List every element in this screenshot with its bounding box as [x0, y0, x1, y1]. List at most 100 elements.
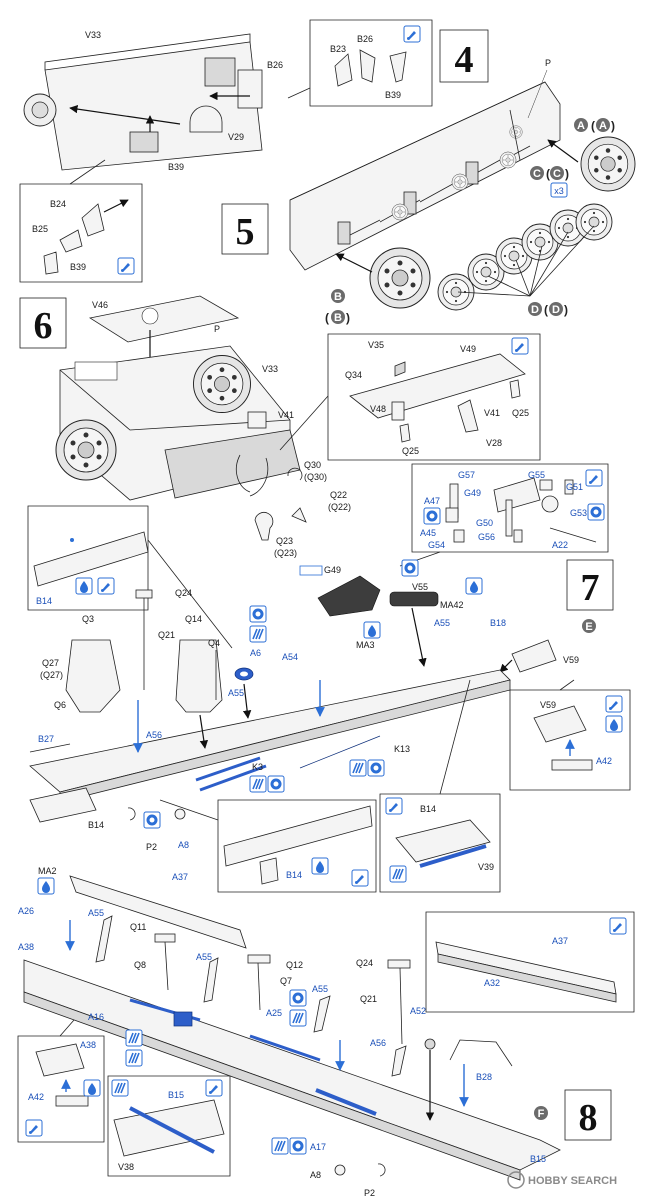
- photo-etch-icon: [289, 1009, 307, 1027]
- label-a54: A54: [282, 652, 298, 662]
- label-p-step6: P: [214, 324, 220, 334]
- part-a38-inset: [35, 1043, 85, 1077]
- photo-etch-icon: [111, 1079, 129, 1097]
- glue-paint-icon: [367, 759, 385, 777]
- part-a55-left: [95, 915, 113, 963]
- label-a55-top: A55: [434, 618, 450, 628]
- label-b27: B27: [38, 734, 54, 744]
- label-a37-inset: A37: [552, 936, 568, 946]
- part-v59-inset: [533, 705, 587, 743]
- svg-text:D: D: [531, 304, 539, 316]
- paint-brush-icon: [585, 469, 603, 487]
- label-g53: G53: [570, 508, 587, 518]
- label-a56: A56: [146, 730, 162, 740]
- part-g51: [564, 479, 574, 495]
- part-g49-assembly: [317, 575, 381, 617]
- part-q24: [135, 589, 153, 599]
- paint-brush-icon: [605, 695, 623, 713]
- step-6-number-box: [19, 297, 67, 349]
- label-a8: A8: [178, 840, 189, 850]
- photo-etch-icon: [349, 759, 367, 777]
- step-8-number-box: [564, 1089, 612, 1141]
- photo-etch-icon: [125, 1029, 143, 1047]
- part-q7: [257, 962, 261, 1011]
- part-a47: [445, 507, 459, 523]
- label-q30-alt: (Q30): [304, 472, 327, 482]
- label-a6: A6: [250, 648, 261, 658]
- label-b15-inset: B15: [168, 1090, 184, 1100]
- label-p2: P2: [146, 842, 157, 852]
- part-v39: [419, 844, 487, 868]
- part-q3-q27: [65, 639, 121, 713]
- road-wheel-6: [575, 203, 613, 241]
- label-a22: A22: [552, 540, 568, 550]
- label-q25-left: Q25: [402, 446, 419, 456]
- label-v29: V29: [228, 132, 244, 142]
- label-q34: Q34: [345, 370, 362, 380]
- step-5-number-box: [221, 203, 269, 255]
- label-a38: A38: [18, 942, 34, 952]
- part-a55-mid: [203, 957, 219, 1003]
- label-b14-v39: B14: [420, 804, 436, 814]
- part-q22: [291, 507, 307, 523]
- label-g56: G56: [478, 532, 495, 542]
- label-q21-right: Q21: [360, 994, 377, 1004]
- label-b14-bottom: B14: [286, 870, 302, 880]
- label-a55-mid: A55: [196, 952, 212, 962]
- label-g54: G54: [428, 540, 445, 550]
- part-letter-e: E: [582, 619, 596, 633]
- part-b24: [81, 203, 105, 237]
- part-v59: [511, 639, 557, 673]
- label-a17: A17: [310, 1142, 326, 1152]
- label-q7: Q7: [280, 976, 292, 986]
- paint-brush-icon: [511, 337, 529, 355]
- label-g49: G49: [324, 565, 341, 575]
- label-p-step5: P: [545, 58, 551, 68]
- final-drive-housing: [204, 57, 236, 87]
- label-v39: V39: [478, 862, 494, 872]
- step-7-number: 7: [581, 567, 600, 609]
- part-b27: [29, 743, 71, 753]
- watermark: HOBBY SEARCH: [507, 1171, 617, 1189]
- svg-text:C: C: [533, 168, 541, 180]
- label-v48: V48: [370, 404, 386, 414]
- part-g54: [453, 529, 465, 543]
- step-7: 7 G57 G55 G51 G49 A47 A45 G50 G53 G54 G5…: [27, 463, 631, 893]
- part-p2-step8: [377, 1163, 386, 1177]
- glue-paint-icon: [423, 507, 441, 525]
- label-b14-inset: B14: [36, 596, 52, 606]
- paint-brush-icon: [351, 869, 369, 887]
- label-q6: Q6: [54, 700, 66, 710]
- svg-text:E: E: [585, 621, 592, 633]
- label-a42-inset: A42: [596, 756, 612, 766]
- label-v38: V38: [118, 1162, 134, 1172]
- label-q27-alt: (Q27): [40, 670, 63, 680]
- label-q21: Q21: [158, 630, 175, 640]
- label-v49: V49: [460, 344, 476, 354]
- label-b39-inset: B39: [385, 90, 401, 100]
- part-a17: [315, 1088, 377, 1116]
- part-k3: [195, 756, 267, 792]
- part-b39: [389, 51, 407, 83]
- part-letter-b: B ( B ): [325, 289, 350, 325]
- label-q8: Q8: [134, 960, 146, 970]
- glue-drop-icon: [465, 577, 483, 595]
- part-b39-small: [43, 251, 59, 275]
- part-q12: [247, 954, 271, 964]
- step-4: 4 V33 B26 V29 B39 B23 B26 B39 B24: [19, 19, 489, 283]
- part-q11: [154, 933, 176, 943]
- glue-paint-icon: [401, 559, 419, 577]
- label-v35: V35: [368, 340, 384, 350]
- part-letter-a: A ( A ): [574, 118, 615, 133]
- label-k3: K3: [252, 762, 263, 772]
- label-q11: Q11: [130, 922, 146, 932]
- label-v33-step6: V33: [262, 364, 278, 374]
- glue-paint-icon: [587, 503, 605, 521]
- paint-brush-icon: [403, 25, 421, 43]
- part-p2: [127, 807, 136, 821]
- label-a45: A45: [420, 528, 436, 538]
- part-g56: [513, 529, 523, 543]
- label-ma2: MA2: [38, 866, 57, 876]
- part-b39-bracket: [129, 131, 159, 153]
